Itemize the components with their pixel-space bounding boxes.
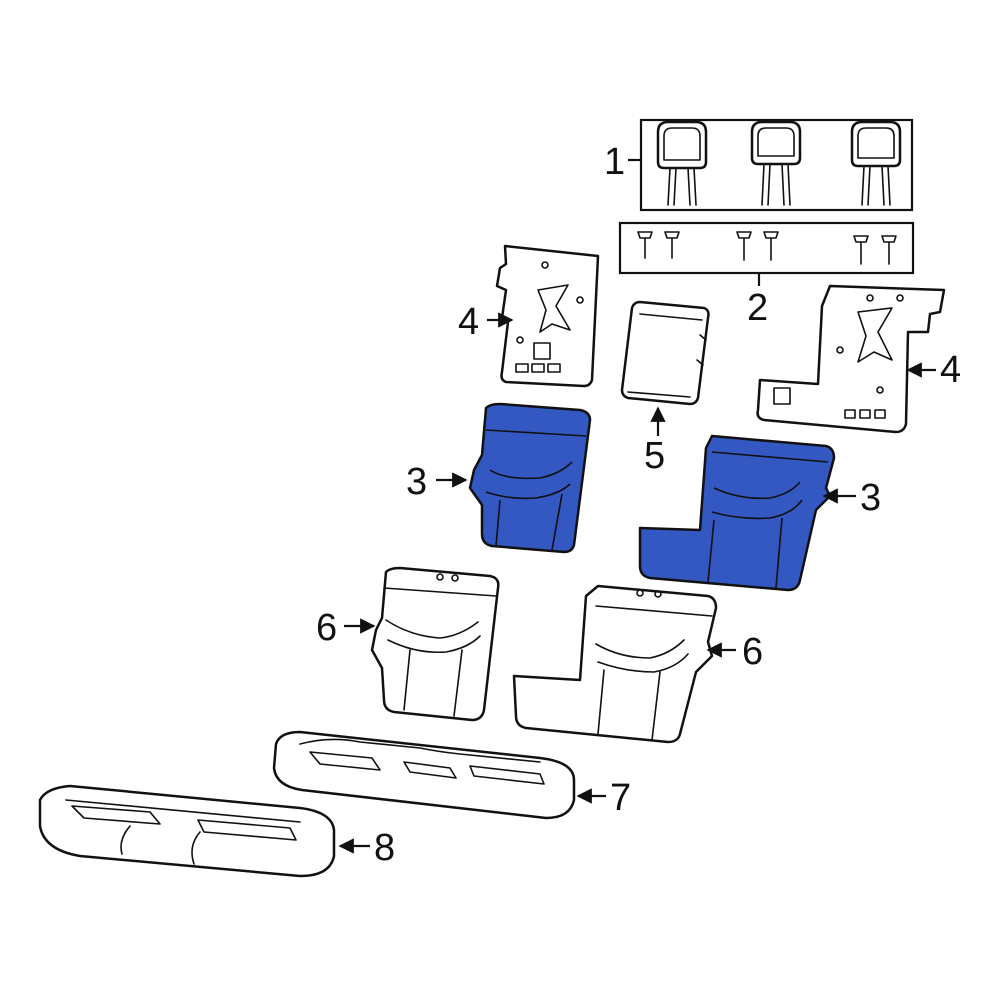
seat-cushion-pad[interactable] — [272, 730, 576, 820]
seatback-frame-left[interactable] — [495, 244, 600, 388]
callout-1: 1 — [604, 141, 625, 183]
seat-cushion-cover[interactable] — [38, 784, 336, 878]
callout-4-right: 4 — [940, 349, 961, 391]
headrest-center — [750, 120, 802, 206]
callout-4-left: 4 — [458, 301, 479, 343]
callout-7: 7 — [610, 777, 631, 819]
callout-5: 5 — [644, 435, 665, 477]
headrest-left — [656, 120, 708, 206]
seatback-pad-right[interactable] — [512, 584, 718, 744]
armrest[interactable] — [620, 300, 710, 406]
guide-bolts — [637, 231, 897, 265]
callout-3-right: 3 — [860, 477, 881, 519]
headrest-right — [850, 120, 902, 206]
callout-6-left: 6 — [316, 607, 337, 649]
seatback-frame-right[interactable] — [756, 284, 946, 434]
headrest-group[interactable] — [628, 118, 914, 212]
seatback-pad-left[interactable] — [370, 566, 500, 722]
callout-8: 8 — [374, 827, 395, 869]
callout-2: 2 — [747, 287, 768, 329]
seatback-cover-left[interactable] — [468, 402, 592, 554]
callout-6-right: 6 — [742, 631, 763, 673]
guide-group[interactable] — [618, 221, 915, 286]
seatback-cover-right[interactable] — [638, 434, 836, 592]
callout-3-left: 3 — [406, 461, 427, 503]
